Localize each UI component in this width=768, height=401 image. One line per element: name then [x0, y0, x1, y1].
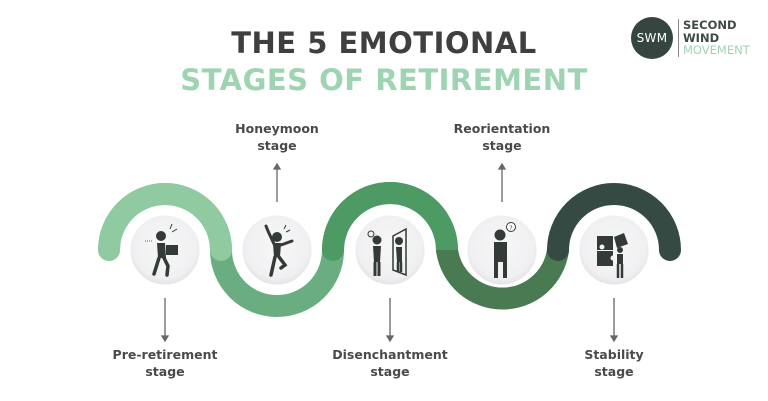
wave-segment-5 [547, 183, 681, 261]
stage-label-honeymoon: Honeymoon stage [197, 120, 357, 154]
stage-label-disenchantment: Disenchantment stage [310, 346, 470, 380]
logo-line-2: WIND [683, 30, 720, 45]
logo-wordmark: SECOND WIND MOVEMENT [683, 19, 750, 57]
person-puzzle-pieces-icon [597, 233, 628, 278]
stage-sub: stage [257, 138, 297, 153]
stage-label-pre-retirement: Pre-retirement stage [85, 346, 245, 380]
person-carrying-box-icon [145, 223, 178, 277]
arrow-head-down-icon [385, 335, 395, 343]
stage-sub: stage [145, 364, 185, 379]
stage-sub: stage [370, 364, 410, 379]
person-jumping-joy-icon [264, 224, 294, 277]
logo-line-3: MOVEMENT [683, 43, 750, 57]
stage-sub: stage [594, 364, 634, 379]
wave-overlay-1 [98, 183, 232, 261]
title-line-2: STAGES OF RETIREMENT [180, 63, 588, 97]
person-sad-mirror-icon [367, 227, 407, 277]
stage-name: Pre-retirement [112, 347, 218, 362]
brand-logo: SWM SECOND WIND MOVEMENT [631, 17, 761, 61]
stage-name: Reorientation [453, 121, 551, 136]
stage-name: Stability [584, 347, 644, 362]
arrow-head-down-icon [160, 335, 170, 343]
arrow-head-up-icon [497, 162, 507, 170]
logo-mark: SWM [631, 17, 673, 59]
arrow-head-down-icon [609, 335, 619, 343]
stage-name: Disenchantment [332, 347, 448, 362]
person-thinking-question-icon: ? [494, 222, 516, 278]
wave-overlay-3 [322, 182, 458, 251]
wave-segment-2 [210, 239, 344, 317]
connector-arrows [160, 162, 619, 343]
logo-line-1: SECOND [683, 18, 737, 32]
stage-sub: stage [482, 138, 522, 153]
wave-segment-4 [436, 239, 569, 310]
stage-label-stability: Stability stage [534, 346, 694, 380]
logo-divider [678, 19, 679, 57]
svg-text:?: ? [509, 225, 512, 232]
arrow-head-up-icon [272, 162, 282, 170]
stage-label-reorientation: Reorientation stage [422, 120, 582, 154]
stage-name: Honeymoon [235, 121, 319, 136]
title-line-1: THE 5 EMOTIONAL [231, 26, 537, 60]
